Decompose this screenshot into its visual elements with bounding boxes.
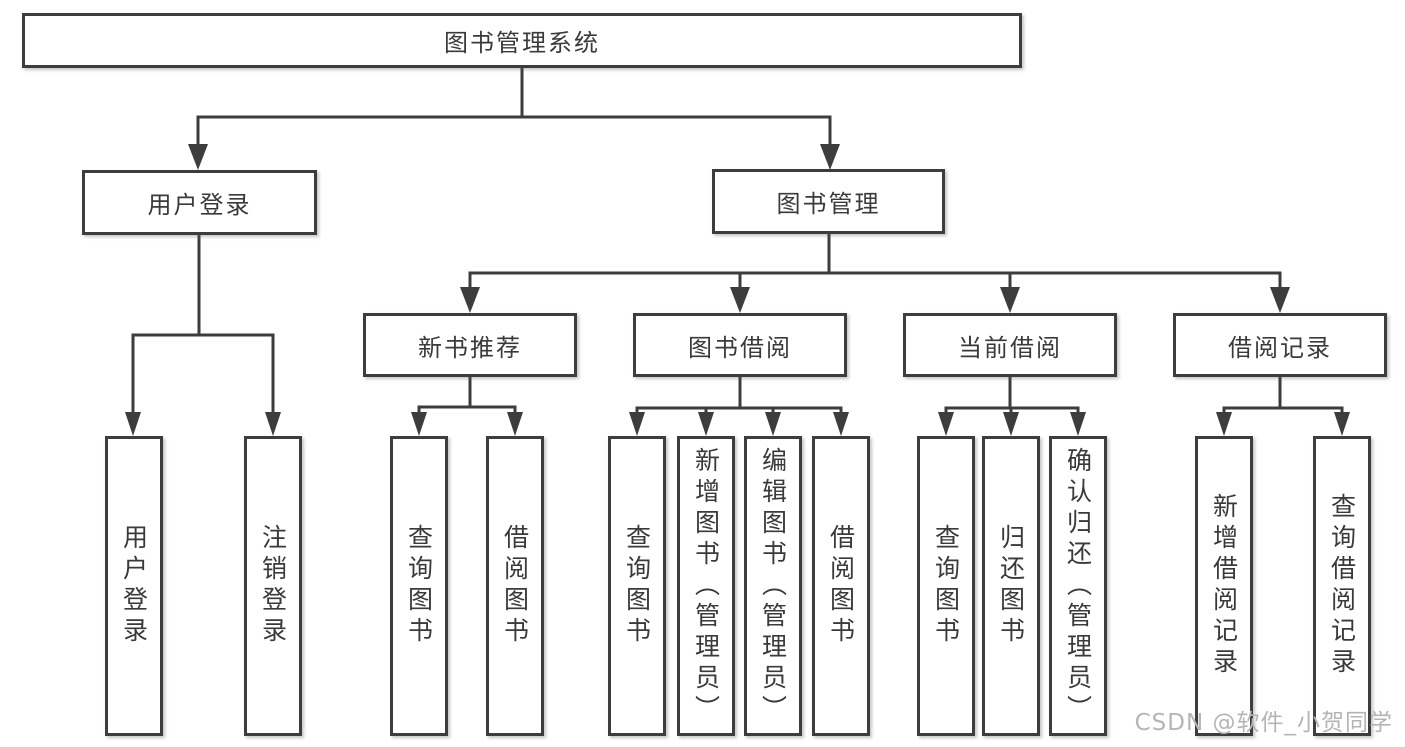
node-leaf-add-book-admin: 新增图书（管理员） xyxy=(677,436,735,736)
node-book-management: 图书管理 xyxy=(712,169,945,234)
node-leaf-query-book-cb: 查询图书 xyxy=(917,436,975,736)
node-leaf-query-borrow-record: 查询借阅记录 xyxy=(1313,436,1371,736)
node-leaf-query-book-bb: 查询图书 xyxy=(608,436,666,736)
node-user-login: 用户登录 xyxy=(82,170,317,235)
node-current-borrow: 当前借阅 xyxy=(903,313,1117,377)
node-book-borrow: 图书借阅 xyxy=(633,313,847,377)
node-leaf-query-book-rec: 查询图书 xyxy=(390,436,448,736)
node-new-book-recommend: 新书推荐 xyxy=(363,313,577,377)
node-leaf-logout: 注销登录 xyxy=(244,436,302,736)
node-leaf-borrow-book-bb: 借阅图书 xyxy=(812,436,870,736)
node-leaf-return-book: 归还图书 xyxy=(982,436,1040,736)
node-leaf-confirm-return-admin: 确认归还（管理员） xyxy=(1049,436,1107,736)
node-leaf-borrow-book-rec: 借阅图书 xyxy=(486,436,544,736)
node-leaf-add-borrow-record: 新增借阅记录 xyxy=(1195,436,1253,736)
node-leaf-user-login: 用户登录 xyxy=(105,436,163,736)
csdn-watermark: CSDN @软件_小贺同学 xyxy=(1134,710,1393,736)
node-borrow-record: 借阅记录 xyxy=(1173,313,1387,377)
node-leaf-edit-book-admin: 编辑图书（管理员） xyxy=(744,436,802,736)
node-library-management-system: 图书管理系统 xyxy=(22,13,1022,68)
